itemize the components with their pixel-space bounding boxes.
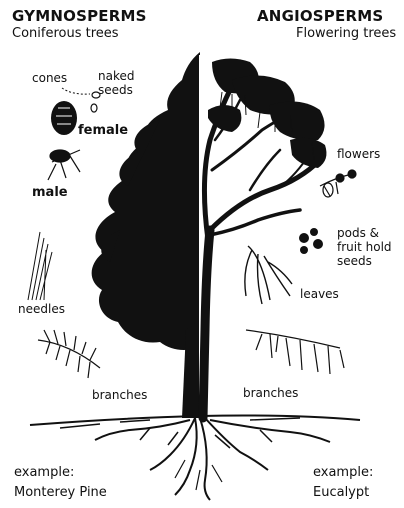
gymno-example-label: example: (14, 466, 74, 480)
angio-example-name: Eucalypt (313, 486, 369, 500)
label-angio-branches: branches (243, 387, 298, 400)
label-fruit-hold: fruit hold (337, 241, 392, 254)
gymnosperms-title: GYMNOSPERMS (12, 8, 147, 25)
label-needles: needles (18, 303, 65, 316)
cone-drawing (51, 101, 77, 135)
label-seeds-angio: seeds (337, 255, 372, 268)
angio-example-label: example: (313, 466, 373, 480)
label-gymno-branches: branches (92, 389, 147, 402)
flowers-drawing (320, 170, 356, 197)
pods-drawing (299, 228, 323, 254)
label-cones: cones (32, 72, 67, 85)
needles-drawing (28, 232, 52, 300)
gymnosperms-subtitle: Coniferous trees (12, 27, 119, 41)
label-flowers: flowers (337, 148, 380, 161)
roots (95, 418, 330, 500)
label-leaves: leaves (300, 288, 339, 301)
label-naked: naked (98, 70, 134, 83)
pine-branch-drawing (38, 330, 100, 378)
label-pods: pods & (337, 227, 379, 240)
cones-pointer (62, 88, 90, 94)
angiosperms-subtitle: Flowering trees (296, 27, 396, 41)
eucalypt-branch-drawing (246, 330, 344, 374)
label-seeds: seeds (98, 84, 133, 97)
angiosperms-title: ANGIOSPERMS (257, 8, 383, 25)
eucalypt-leaves-drawing (245, 246, 292, 304)
label-male: male (32, 186, 68, 200)
eucalypt-foliage (208, 59, 326, 169)
male-cone-drawing (48, 150, 80, 180)
gymno-example-name: Monterey Pine (14, 486, 107, 500)
label-female: female (78, 124, 128, 138)
